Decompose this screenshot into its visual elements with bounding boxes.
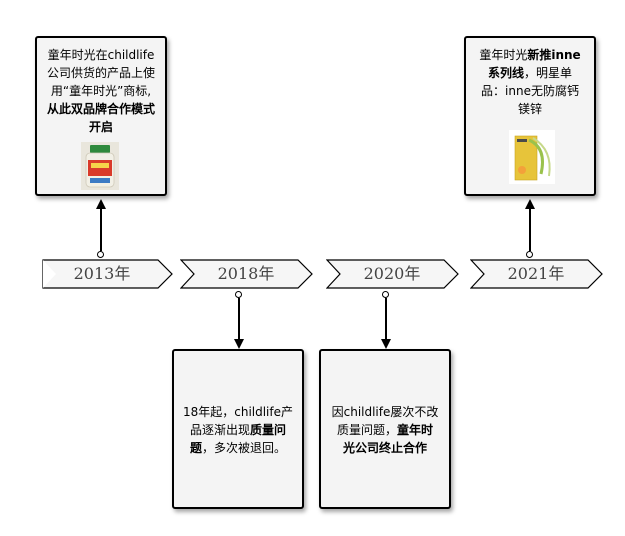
connector-dot-2018 (235, 291, 242, 298)
product-box-image (509, 130, 555, 184)
arrowhead-up-icon (95, 199, 106, 209)
connector-line-2018 (237, 298, 240, 340)
year-label-2013: 2013年 (73, 264, 131, 283)
card-line: 镁锌 (517, 102, 542, 116)
card-line: 质量问题，童年时 (336, 423, 434, 437)
arrow-shape (42, 259, 173, 289)
card-line: 品：inne无防腐钙 (481, 84, 579, 98)
arrow-shape (180, 259, 313, 289)
arrowhead-down-icon (380, 339, 391, 349)
card-text: 童年时光在childlife 公司供货的产品上使 用“童年时光”商标, 从此双品… (43, 46, 159, 136)
connector-line-2013 (99, 207, 102, 251)
event-card-2021: 童年时光新推inne 系列线，明星单 品：inne无防腐钙 镁锌 (464, 36, 596, 196)
year-label-2020: 2020年 (363, 264, 421, 283)
arrowhead-up-icon (524, 199, 535, 209)
card-line: 公司供货的产品上使 (46, 66, 155, 80)
card-line: 题，多次被退回。 (189, 441, 287, 455)
card-line: 18年起，childlife产 (182, 405, 294, 419)
event-card-2018: 18年起，childlife产 品逐渐出现质量问 题，多次被退回。 (172, 349, 304, 509)
card-line-bold: 开启 (88, 120, 113, 134)
card-line: 光公司终止合作 (342, 441, 427, 455)
card-text: 童年时光新推inne 系列线，明星单 品：inne无防腐钙 镁锌 (472, 46, 588, 118)
connector-line-2021 (528, 207, 531, 251)
timeline-arrow-2018: 2018年 (180, 259, 314, 289)
year-label-2021: 2021年 (507, 264, 565, 283)
arrowhead-down-icon (233, 339, 244, 349)
timeline-arrow-2021: 2021年 (470, 259, 604, 289)
timeline-arrow-2013: 2013年 (42, 259, 174, 289)
card-line: 品逐渐出现质量问 (189, 423, 287, 437)
arrow-shape (326, 259, 459, 289)
event-card-2020: 因childlife屡次不改 质量问题，童年时 光公司终止合作 (319, 349, 451, 509)
connector-dot-2021 (526, 251, 533, 258)
connector-line-2020 (384, 298, 387, 340)
product-bottle-image (81, 142, 119, 190)
card-line: 用“童年时光”商标, (50, 84, 152, 98)
card-line: 因childlife屡次不改 (331, 405, 439, 419)
connector-dot-2020 (382, 291, 389, 298)
card-text: 18年起，childlife产 品逐渐出现质量问 题，多次被退回。 (180, 403, 296, 457)
card-line: 系列线，明星单 (487, 66, 573, 80)
connector-dot-2013 (97, 251, 104, 258)
year-label-2018: 2018年 (217, 264, 275, 283)
event-card-2013: 童年时光在childlife 公司供货的产品上使 用“童年时光”商标, 从此双品… (35, 36, 167, 196)
card-line-bold: 从此双品牌合作模式 (46, 102, 155, 116)
card-line: 童年时光在childlife (47, 48, 155, 62)
timeline-arrow-2020: 2020年 (326, 259, 460, 289)
arrow-shape (470, 259, 603, 289)
card-text: 因childlife屡次不改 质量问题，童年时 光公司终止合作 (327, 403, 443, 457)
card-line: 童年时光新推inne (479, 48, 581, 62)
